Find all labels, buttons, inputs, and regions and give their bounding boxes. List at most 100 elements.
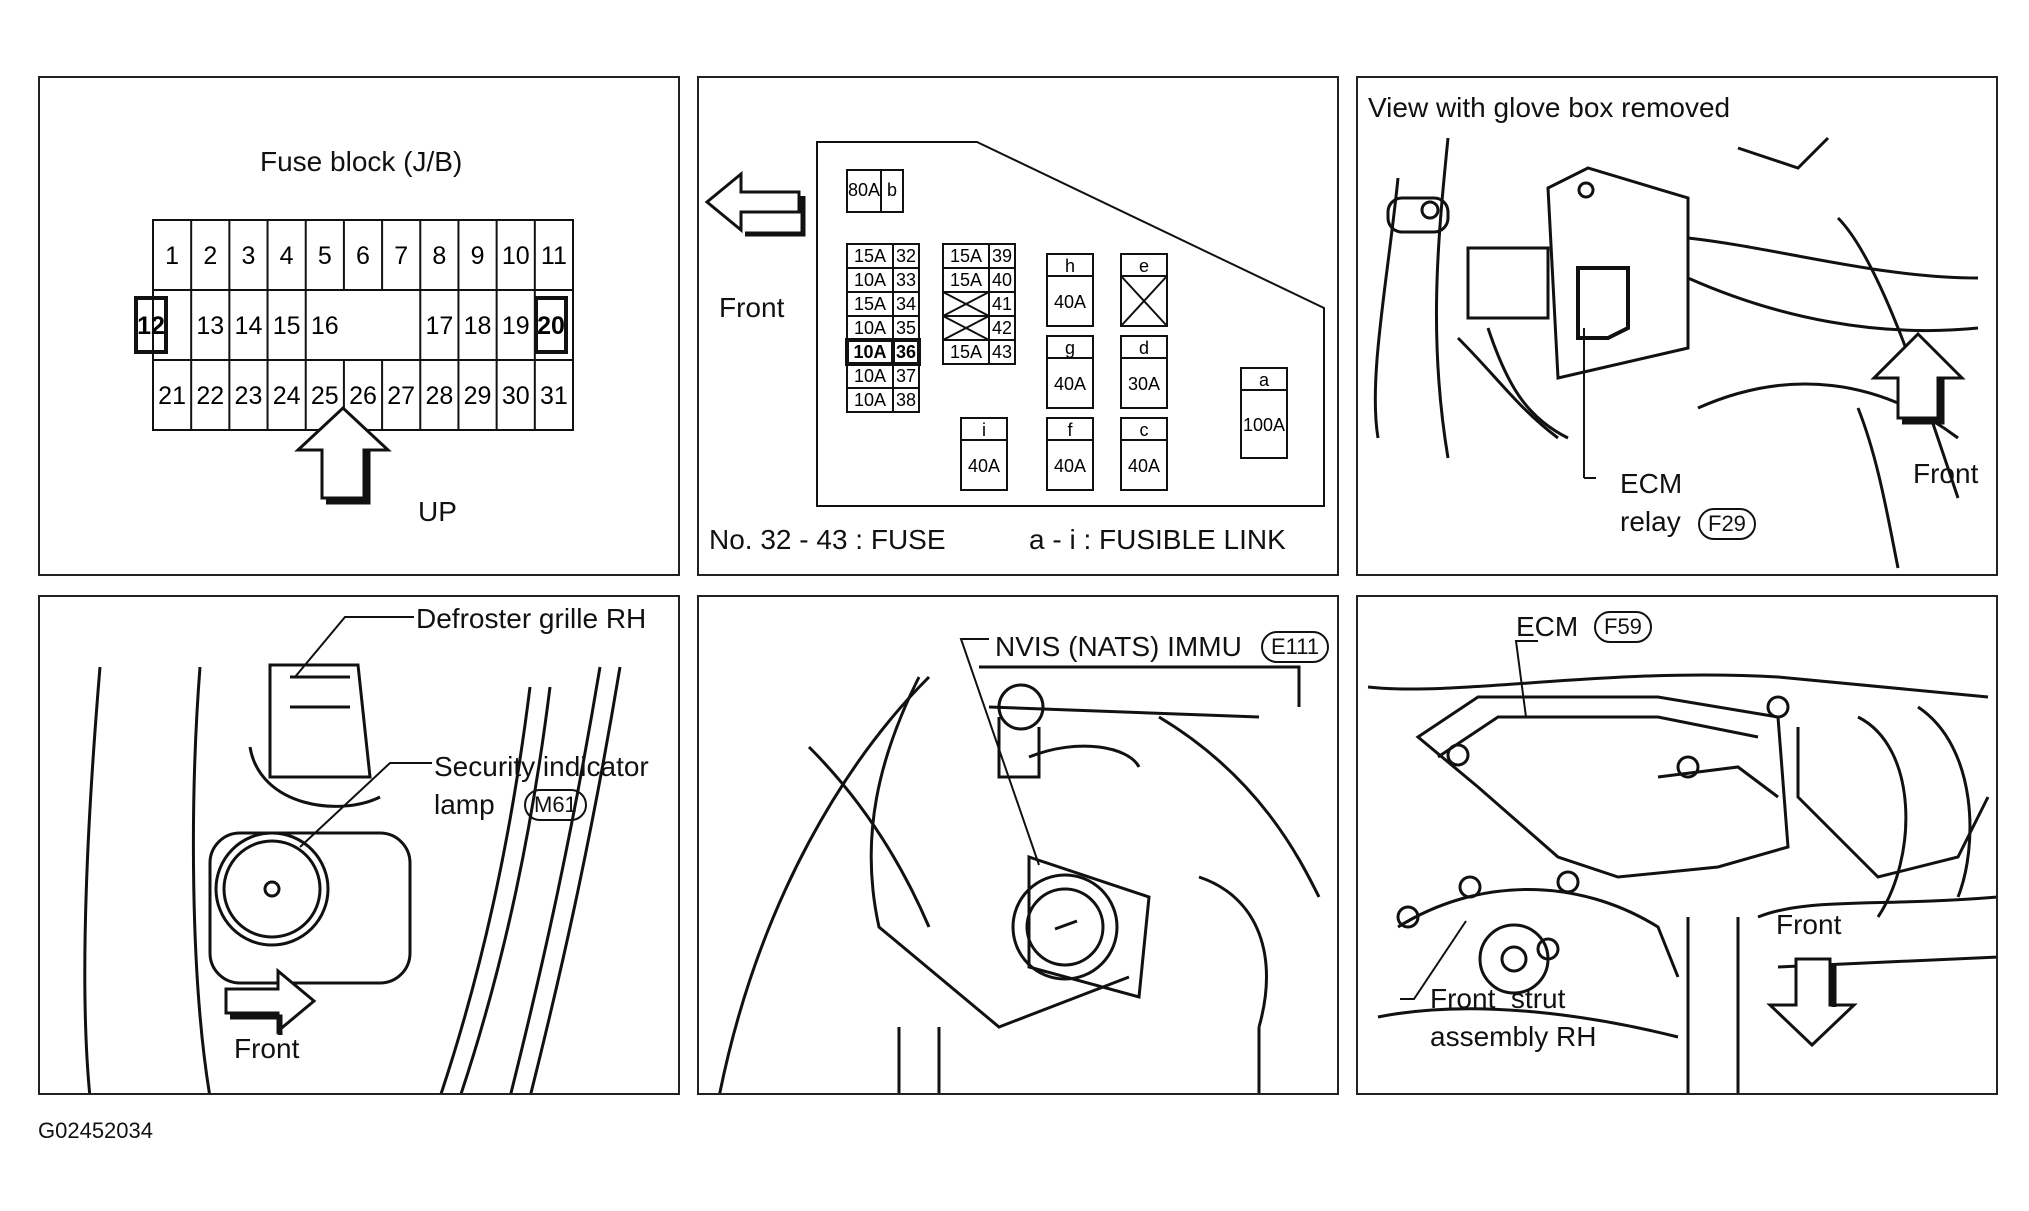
fuse-slot-label: 5 — [318, 242, 332, 270]
fuse-number: 41 — [992, 294, 1012, 314]
fuse-slot-label: 14 — [235, 312, 263, 340]
fuse-rating: 15A — [854, 294, 886, 314]
fusible-link-g — [1046, 335, 1094, 409]
fuse-rating: 15A — [854, 246, 886, 266]
security-lamp-label-line2: lamp — [434, 789, 495, 820]
fuse-slot-label: 21 — [158, 382, 186, 410]
fuse-slot-label: 10 — [502, 242, 530, 270]
fusible-link-rating: 100A — [1243, 415, 1285, 435]
fusible-link-id: h — [1065, 256, 1075, 276]
fuse-slot-label: 27 — [387, 382, 415, 410]
ecm-relay-view-title: View with glove box removed — [1368, 92, 1731, 123]
fuse-number: 32 — [896, 246, 916, 266]
fuse-slot-label: 3 — [242, 242, 256, 270]
fuse-slot-label: 15 — [273, 312, 301, 340]
front-label-ecm-relay: Front — [1913, 458, 1979, 489]
fuse-rating: 15A — [950, 270, 982, 290]
connector-f59: F59 — [1594, 611, 1652, 643]
empty-link-cross — [1120, 275, 1168, 327]
fuse-slot-label: 8 — [432, 242, 446, 270]
legend-fuse: No. 32 - 43 : FUSE — [709, 524, 946, 555]
fuse-slot-label: 23 — [235, 382, 263, 410]
panel-security-lamp: Defroster grille RH Security indicator l… — [38, 595, 680, 1095]
fusible-link-rating: 40A — [1054, 292, 1086, 312]
fuse-number: 34 — [896, 294, 916, 314]
panel-immu: NVIS (NATS) IMMU E111 — [697, 595, 1339, 1095]
fusible-link-id: c — [1140, 420, 1149, 440]
fuse-slot-label: 31 — [540, 382, 568, 410]
fuse-slot-label: 25 — [311, 382, 339, 410]
fuse-number: 38 — [896, 390, 916, 410]
fuse-number: 33 — [896, 270, 916, 290]
fusible-link-id: g — [1065, 338, 1075, 358]
fuse-slot-label: 13 — [196, 312, 224, 340]
fuse-slot-label: 28 — [425, 382, 453, 410]
figure-code: G02452034 — [38, 1118, 153, 1143]
empty-slot-cross — [942, 315, 990, 341]
front-strut-label-line2: assembly RH — [1430, 1021, 1597, 1052]
immu-label: NVIS (NATS) IMMU — [995, 631, 1242, 662]
fuse-slot-label: 4 — [280, 242, 294, 270]
fusible-link-rating: 40A — [968, 456, 1000, 476]
immu-illustration — [718, 638, 1321, 1093]
ecm-relay-label-line2: relay — [1620, 506, 1681, 537]
fuse-slot-label: 17 — [425, 312, 453, 340]
connector-e111: E111 — [1261, 631, 1330, 663]
ecm-relay-illustration — [1373, 136, 1979, 569]
fuse-no-cell — [892, 387, 920, 413]
fuse-slot-label: 18 — [464, 312, 492, 340]
fuse-rating: 80A — [848, 180, 880, 200]
defroster-grille-label: Defroster grille RH — [416, 603, 647, 634]
empty-slot-cross — [942, 291, 990, 317]
security-lamp-illustration — [83, 616, 622, 1093]
up-label: UP — [418, 496, 457, 527]
fuse-number: 42 — [992, 318, 1012, 338]
fuse-no-cell — [988, 339, 1016, 365]
fusible-link-h — [1046, 253, 1094, 327]
fusible-link-e — [1120, 253, 1168, 327]
fusible-link-c — [1120, 417, 1168, 491]
fuse-slot-label-right: 20 — [537, 312, 565, 340]
fusible-link-id: d — [1139, 338, 1149, 358]
fusible-link-f — [1046, 417, 1094, 491]
fuse-slot-label: 6 — [356, 242, 370, 270]
fuse-rating: 10A — [854, 270, 886, 290]
connector-f29: F29 — [1698, 508, 1756, 540]
fusible-link-rating: 30A — [1128, 374, 1160, 394]
fuse-slot-label: 11 — [541, 242, 567, 270]
fuse-slot-label: 30 — [502, 382, 530, 410]
fuse-id: b — [887, 180, 897, 200]
fuse-number: 35 — [896, 318, 916, 338]
fuse-number: 36 — [896, 342, 916, 362]
fuse-slot-label: 26 — [349, 382, 377, 410]
fuse-rating: 15A — [950, 342, 982, 362]
fuse-slot-label: 7 — [394, 242, 408, 270]
fusible-link-d — [1120, 335, 1168, 409]
fusible-link-rating: 40A — [1054, 456, 1086, 476]
fuse-rating: 10A — [854, 366, 886, 386]
ecm-relay-label-line1: ECM — [1620, 468, 1683, 499]
fuse-number: 39 — [992, 246, 1012, 266]
legend-fusible-link: a - i : FUSIBLE LINK — [1029, 524, 1286, 555]
fusible-link-id: a — [1259, 370, 1270, 390]
fuse-number: 43 — [992, 342, 1012, 362]
fuse-slot-label: 16 — [311, 312, 339, 340]
fuse-slot-label-left: 12 — [137, 312, 165, 340]
fuse-slot-label: 29 — [464, 382, 492, 410]
front-strut-label-line1: Front strut — [1430, 983, 1566, 1014]
fuse-slot-label: 2 — [203, 242, 217, 270]
ecm-label: ECM — [1516, 611, 1579, 642]
panel-ecm-relay: View with glove box removed ECM relay F2… — [1356, 76, 1998, 576]
fuse-slot-label: 9 — [471, 242, 485, 270]
fusible-link-a — [1240, 367, 1288, 459]
fusible-link-id: e — [1139, 256, 1149, 276]
fuse-slot-label: 1 — [165, 242, 179, 270]
fuse-rating: 10A — [854, 318, 886, 338]
front-label-ecm: Front — [1776, 909, 1842, 940]
fusible-link-rating: 40A — [1128, 456, 1160, 476]
fuse-rating: 10A — [854, 390, 886, 410]
fusible-link-i — [960, 417, 1008, 491]
